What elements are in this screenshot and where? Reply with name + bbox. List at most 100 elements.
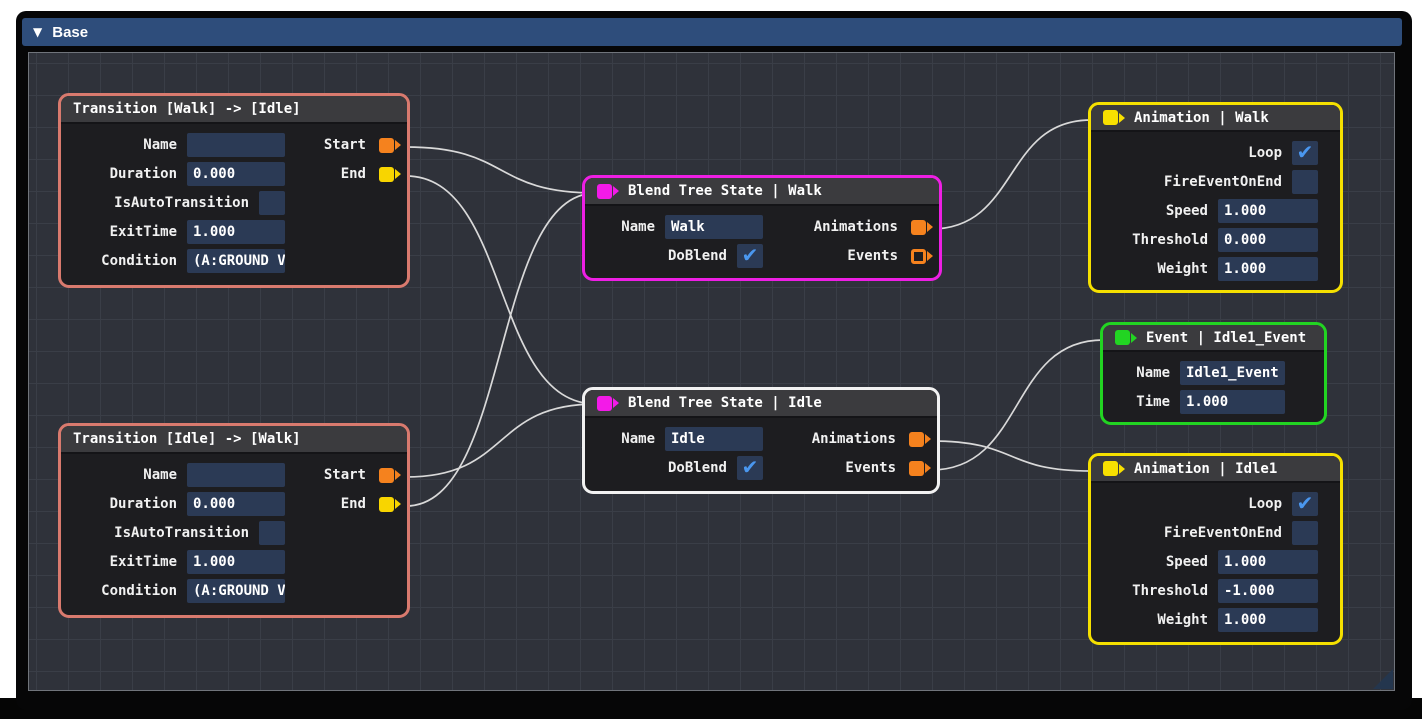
exittime-input[interactable]: 1.000 xyxy=(187,550,285,574)
fireeventonend-checkbox[interactable] xyxy=(1292,521,1318,545)
port-arrow-icon xyxy=(613,398,619,408)
port-arrow-icon xyxy=(613,186,619,196)
events-port[interactable] xyxy=(909,460,931,476)
field-row: Duration 0.000 xyxy=(75,162,285,186)
name-input[interactable]: Idle xyxy=(665,427,763,451)
threshold-input[interactable]: 0.000 xyxy=(1218,228,1318,252)
field-row: IsAutoTransition xyxy=(75,191,285,215)
output-row: End xyxy=(324,162,401,186)
isautotransition-checkbox[interactable] xyxy=(259,521,285,545)
node-title: Animation | Idle1 xyxy=(1134,460,1278,477)
field-row: Name xyxy=(75,463,285,487)
loop-checkbox[interactable]: ✔ xyxy=(1292,492,1318,516)
field-row: Loop ✔ xyxy=(1105,492,1318,516)
layer-header[interactable]: ▼ Base xyxy=(22,18,1402,46)
name-input[interactable] xyxy=(187,133,285,157)
node-header[interactable]: Animation | Idle1 xyxy=(1091,456,1340,483)
field-row: Threshold-1.000 xyxy=(1105,579,1318,603)
input-port[interactable] xyxy=(1115,330,1137,345)
field-label: Time xyxy=(1136,394,1170,410)
field-label: Loop xyxy=(1248,496,1282,512)
node-header[interactable]: Blend Tree State | Walk xyxy=(585,178,939,206)
field-row: Speed 1.000 xyxy=(1105,550,1318,574)
node-header[interactable]: Blend Tree State | Idle xyxy=(585,390,937,418)
time-input[interactable]: 1.000 xyxy=(1180,390,1285,414)
input-port[interactable] xyxy=(1103,461,1125,476)
field-row: Time 1.000 xyxy=(1117,390,1285,414)
node-title: Event | Idle1_Event xyxy=(1146,329,1307,346)
name-input[interactable] xyxy=(187,463,285,487)
field-label: Name xyxy=(621,431,655,447)
port-arrow-icon xyxy=(395,169,401,179)
collapse-icon: ▼ xyxy=(33,25,43,39)
doblend-checkbox[interactable]: ✔ xyxy=(737,456,763,480)
fireeventonend-checkbox[interactable] xyxy=(1292,170,1318,194)
input-port[interactable] xyxy=(1103,110,1125,125)
duration-input[interactable]: 0.000 xyxy=(187,492,285,516)
condition-input[interactable]: (A:GROUND V xyxy=(187,579,285,603)
exittime-input[interactable]: 1.000 xyxy=(187,220,285,244)
field-label: Speed xyxy=(1165,554,1208,570)
weight-input[interactable]: 1.000 xyxy=(1218,608,1318,632)
resize-handle-icon[interactable] xyxy=(1373,669,1393,689)
field-label: FireEventOnEnd xyxy=(1163,174,1282,190)
isautotransition-checkbox[interactable] xyxy=(259,191,285,215)
port-square xyxy=(379,467,394,483)
name-input[interactable]: Idle1_Event xyxy=(1180,361,1285,385)
condition-input[interactable]: (A:GROUND V xyxy=(187,249,285,273)
port-arrow-icon xyxy=(927,251,933,261)
threshold-input[interactable]: -1.000 xyxy=(1218,579,1318,603)
field-row: Loop✔ xyxy=(1105,141,1318,165)
node-title: Transition [Walk] -> [Idle] xyxy=(73,101,301,117)
speed-input[interactable]: 1.000 xyxy=(1218,550,1318,574)
port-square xyxy=(909,431,924,447)
output-row: Animations xyxy=(814,215,933,239)
animations-port[interactable] xyxy=(909,431,931,447)
loop-checkbox[interactable]: ✔ xyxy=(1292,141,1318,165)
events-port[interactable] xyxy=(911,248,933,264)
node-header[interactable]: Animation | Walk xyxy=(1091,105,1340,132)
output-label: Events xyxy=(845,460,896,476)
start-port[interactable] xyxy=(379,137,401,153)
end-port[interactable] xyxy=(379,496,401,512)
speed-input[interactable]: 1.000 xyxy=(1218,199,1318,223)
port-square xyxy=(911,219,926,235)
port-arrow-icon xyxy=(395,470,401,480)
start-port[interactable] xyxy=(379,467,401,483)
input-port[interactable] xyxy=(597,395,619,411)
node-header[interactable]: Event | Idle1_Event xyxy=(1103,325,1324,352)
animations-port[interactable] xyxy=(911,219,933,235)
field-label: Condition xyxy=(101,253,177,269)
node-header[interactable]: Transition [Idle] -> [Walk] xyxy=(61,426,407,454)
node-header[interactable]: Transition [Walk] -> [Idle] xyxy=(61,96,407,124)
output-label: Start xyxy=(323,137,366,153)
field-label: FireEventOnEnd xyxy=(1163,525,1282,541)
field-label: Duration xyxy=(109,166,177,182)
input-port[interactable] xyxy=(597,183,619,199)
field-label: DoBlend xyxy=(667,248,727,264)
end-port[interactable] xyxy=(379,166,401,182)
name-input[interactable]: Walk xyxy=(665,215,763,239)
field-label: Name xyxy=(143,137,177,153)
duration-input[interactable]: 0.000 xyxy=(187,162,285,186)
port-arrow-icon xyxy=(925,463,931,473)
weight-input[interactable]: 1.000 xyxy=(1218,257,1318,281)
doblend-checkbox[interactable]: ✔ xyxy=(737,244,763,268)
